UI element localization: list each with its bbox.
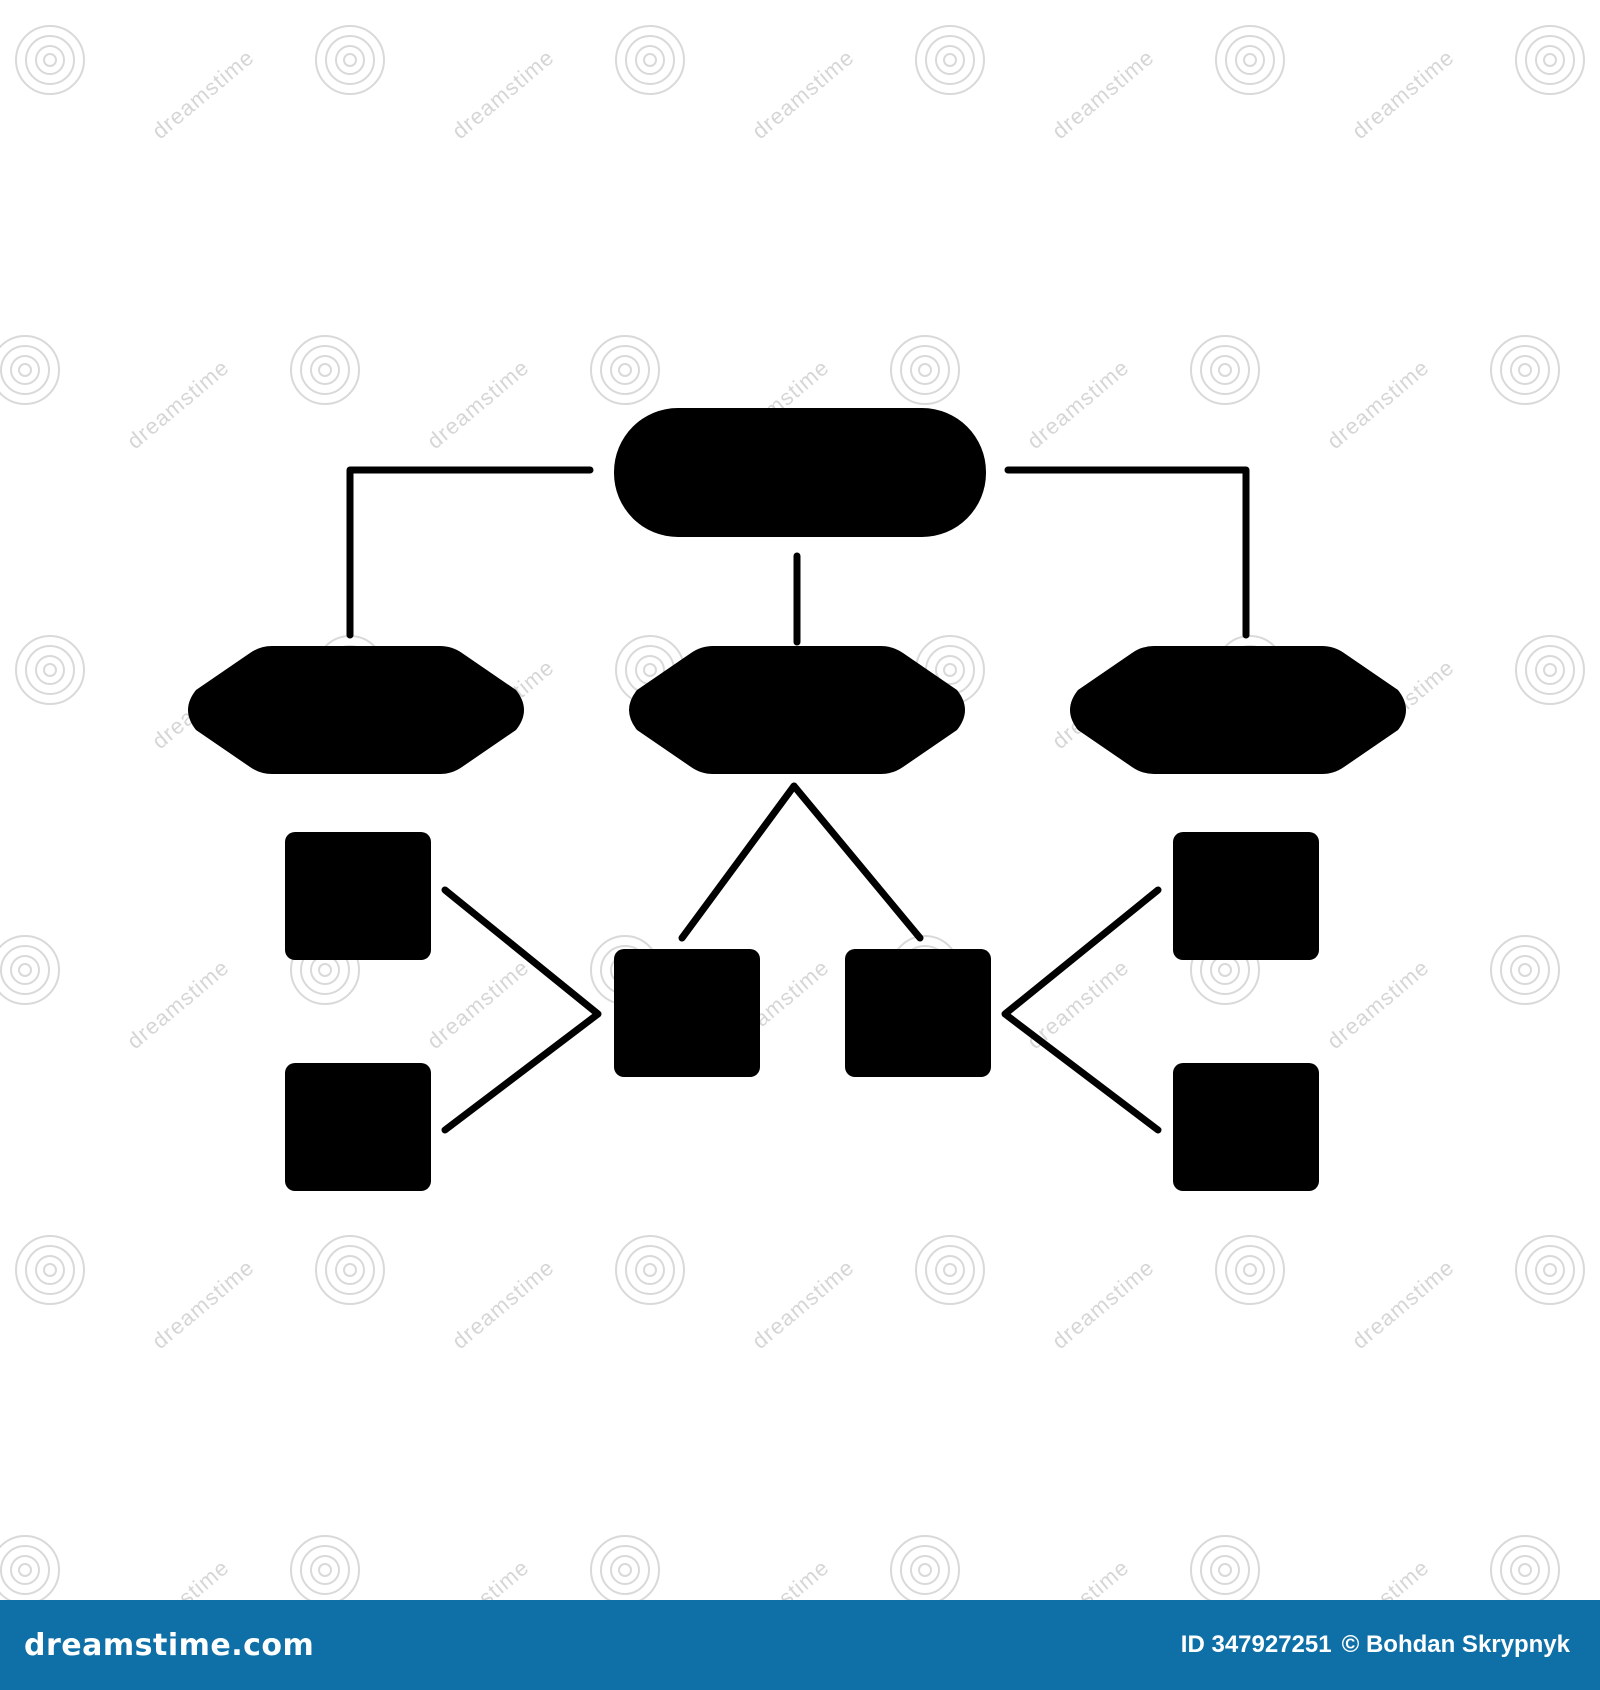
watermark-spiral-icon [290, 1535, 360, 1600]
box-center-right [845, 949, 991, 1077]
image-id: ID 347927251 [1180, 1631, 1332, 1658]
watermark-spiral-icon [915, 25, 985, 95]
flowchart-icon: dreamstime dreamstime dreamstime dreamstime… [0, 25, 1585, 1600]
watermark-text: dreamstime [1047, 44, 1159, 143]
watermark-spiral-icon [15, 635, 85, 705]
watermark-text: dreamstime [1022, 1554, 1134, 1600]
watermark-text: dreamstime [122, 954, 234, 1053]
watermark-spiral-icon [1490, 335, 1560, 405]
watermark-footer-bar: dreamstime.com ID 347927251 © Bohdan Skr… [0, 1600, 1600, 1690]
watermark-spiral-icon [590, 335, 660, 405]
watermark-spiral-icon [315, 1235, 385, 1305]
box-center-left [614, 949, 760, 1077]
watermark-spiral-icon [15, 1235, 85, 1305]
watermark-spiral-icon [1215, 1235, 1285, 1305]
watermark-text: dreamstime [147, 1254, 259, 1353]
watermark-text: dreamstime [1322, 1554, 1434, 1600]
start-terminator [614, 408, 986, 537]
watermark-text: dreamstime [422, 1554, 534, 1600]
watermark-text: dreamstime [422, 354, 534, 453]
connector-left-boxes-to-center [441, 886, 602, 1134]
watermark-spiral-icon [15, 25, 85, 95]
connector-right-boxes-to-center [1001, 886, 1162, 1134]
box-left-top [285, 832, 431, 960]
watermark-text: dreamstime [447, 44, 559, 143]
watermark-text: dreamstime [422, 954, 534, 1053]
watermark-text: dreamstime [447, 1254, 559, 1353]
connectors [346, 466, 1250, 1134]
watermark-spiral-icon [290, 335, 360, 405]
watermark-text: dreamstime [1047, 1254, 1159, 1353]
watermark-spiral-icon [890, 335, 960, 405]
image-credit: ID 347927251 © Bohdan Skrypnyk [1181, 1631, 1570, 1659]
watermark-text: dreamstime [1347, 44, 1459, 143]
watermark-layer: dreamstime dreamstime dreamstime dreamstime… [0, 25, 1585, 1600]
watermark-spiral-icon [0, 1535, 60, 1600]
connector-center-to-boxes [678, 782, 924, 942]
watermark-spiral-icon [1515, 1235, 1585, 1305]
watermark-text: dreamstime [1347, 1254, 1459, 1353]
watermark-spiral-icon [1190, 1535, 1260, 1600]
watermark-text: dreamstime [747, 44, 859, 143]
watermark-spiral-icon [315, 25, 385, 95]
watermark-spiral-icon [0, 335, 60, 405]
decision-hexagon-right [1070, 646, 1406, 774]
box-right-bottom [1173, 1063, 1319, 1191]
image-author: © Bohdan Skrypnyk [1341, 1631, 1570, 1658]
watermark-text: dreamstime [1322, 354, 1434, 453]
watermark-text: dreamstime [1322, 954, 1434, 1053]
watermark-spiral-icon [615, 25, 685, 95]
decision-hexagon-center [629, 646, 965, 774]
watermark-spiral-icon [1215, 25, 1285, 95]
connector-start-to-right [1004, 466, 1250, 639]
box-right-top [1173, 832, 1319, 960]
watermark-spiral-icon [1190, 335, 1260, 405]
watermark-text: dreamstime [122, 354, 234, 453]
box-left-bottom [285, 1063, 431, 1191]
watermark-spiral-icon [890, 1535, 960, 1600]
decision-hexagon-left [188, 646, 524, 774]
watermark-text: dreamstime [147, 44, 259, 143]
watermark-spiral-icon [1515, 635, 1585, 705]
connector-start-to-left [346, 466, 594, 639]
watermark-spiral-icon [0, 935, 60, 1005]
watermark-spiral-icon [1490, 1535, 1560, 1600]
watermark-spiral-icon [1515, 25, 1585, 95]
dreamstime-logo: dreamstime.com [24, 1627, 315, 1663]
watermark-text: dreamstime [122, 1554, 234, 1600]
watermark-text: dreamstime [722, 1554, 834, 1600]
watermark-text: dreamstime [747, 1254, 859, 1353]
watermark-text: dreamstime [1022, 354, 1134, 453]
watermark-spiral-icon [915, 1235, 985, 1305]
nodes [188, 408, 1406, 1191]
watermark-spiral-icon [615, 1235, 685, 1305]
watermark-spiral-icon [590, 1535, 660, 1600]
watermark-spiral-icon [1490, 935, 1560, 1005]
